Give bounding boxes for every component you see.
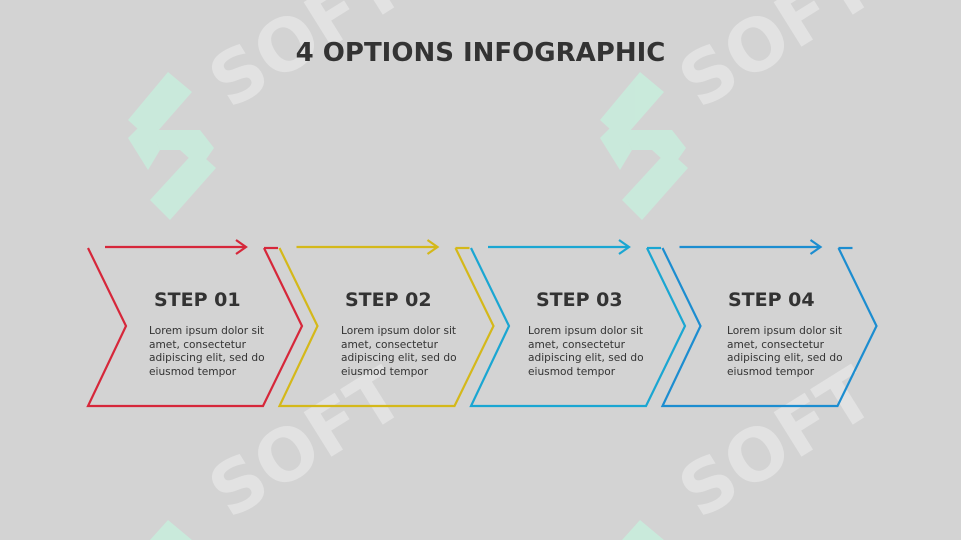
step-3-arrowhead (618, 239, 631, 255)
step-1-description: Lorem ipsum dolor sit amet, consectetur … (149, 325, 265, 378)
step-1-chevron (86, 239, 304, 408)
step-3-outline (469, 247, 687, 408)
step-2-outline (277, 247, 495, 408)
step-3-title: STEP 03 (536, 289, 623, 311)
step-4-arrowhead (809, 239, 823, 255)
step-2-arrowhead (426, 239, 440, 255)
step-2-title: STEP 02 (345, 289, 432, 311)
step-3-description: Lorem ipsum dolor sit amet, consectetur … (528, 325, 644, 378)
step-1-outline (86, 247, 304, 408)
watermark-logo-bottom-left (150, 520, 192, 540)
page-title: 4 OPTIONS INFOGRAPHIC (295, 38, 666, 68)
step-3-chevron (469, 239, 687, 408)
step-2-chevron (277, 239, 495, 408)
step-4-description: Lorem ipsum dolor sit amet, consectetur … (727, 325, 843, 378)
step-4-outline (660, 247, 878, 408)
step-4-title: STEP 04 (728, 289, 815, 311)
watermark-logo-bottom-right (622, 520, 664, 540)
step-1-arrowhead (235, 239, 248, 255)
step-2-description: Lorem ipsum dolor sit amet, consectetur … (341, 325, 457, 378)
watermark-logo-left (128, 72, 216, 220)
step-4-chevron (660, 239, 878, 408)
watermark-logo-right (600, 72, 688, 220)
step-1-title: STEP 01 (154, 289, 241, 311)
